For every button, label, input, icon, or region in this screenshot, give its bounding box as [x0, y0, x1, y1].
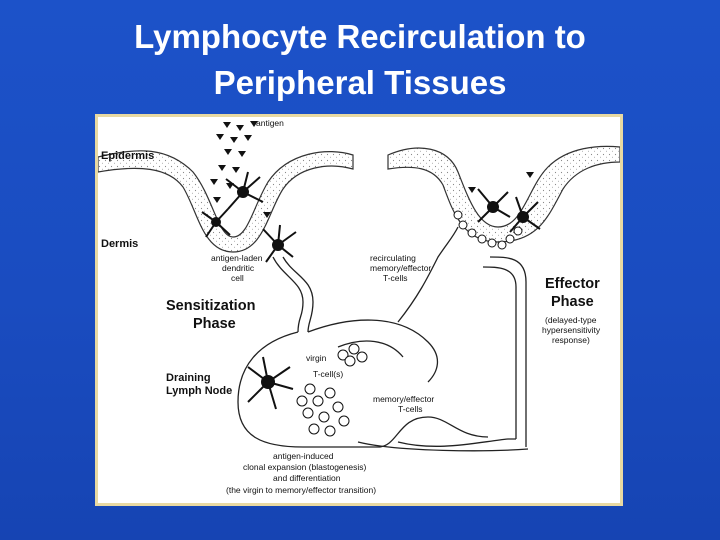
dendritic-cells	[201, 171, 541, 410]
draining-label-line-2: Lymph Node	[166, 385, 232, 397]
dendritic-cell-label: antigen-laden dendritic cell	[211, 253, 263, 283]
diagram-canvas: antigen Epidermis Dermis antigen-laden d…	[98, 118, 620, 495]
draining-lymph-node-label: Draining Lymph Node	[166, 372, 232, 397]
recirculation-diagram: antigen Epidermis Dermis antigen-laden d…	[95, 114, 623, 506]
expansion-label-line-2: clonal expansion (blastogenesis)	[243, 462, 366, 472]
effector-phase-label: Effector Phase (delayed-type hypersensit…	[542, 276, 601, 345]
expansion-label-line-4: (the virgin to memory/effector transitio…	[226, 485, 376, 495]
vessels	[237, 226, 529, 452]
epidermis-right	[387, 145, 620, 243]
memory-label-line-1: memory/effector	[373, 394, 434, 404]
effector-label-line-2: Phase	[551, 294, 594, 310]
slide-title-line-2: Peripheral Tissues	[213, 64, 507, 101]
effector-label-line-1: Effector	[545, 276, 600, 292]
slide-title-line-1: Lymphocyte Recirculation to	[134, 18, 586, 55]
dendritic-label-line-1: antigen-laden	[211, 253, 263, 263]
sensitization-phase-label: Sensitization Phase	[166, 298, 255, 332]
sensitization-label-line-2: Phase	[193, 316, 236, 332]
memory-effector-label: memory/effector T-cells	[373, 394, 434, 414]
t-cell-clusters	[296, 210, 523, 437]
dth-label-line-1: (delayed-type	[545, 315, 597, 325]
dermis-label: Dermis	[101, 238, 138, 250]
epidermis-left	[98, 150, 354, 253]
dendritic-label-line-3: cell	[231, 273, 244, 283]
dth-label-line-2: hypersensitivity	[542, 325, 601, 335]
dendritic-label-line-2: dendritic	[222, 263, 255, 273]
sensitization-label-line-1: Sensitization	[166, 298, 255, 314]
epidermis-label: Epidermis	[101, 150, 154, 162]
draining-label-line-1: Draining	[166, 372, 211, 384]
virgin-label-line-2: T-cell(s)	[313, 369, 343, 379]
expansion-label-line-3: and differentiation	[273, 473, 341, 483]
virgin-label-line-1: virgin	[306, 353, 327, 363]
recirc-label-line-3: T-cells	[383, 273, 408, 283]
antigen-triangles	[210, 121, 534, 218]
expansion-label-line-1: antigen-induced	[273, 451, 334, 461]
recirc-label-line-1: recirculating	[370, 253, 416, 263]
dth-label-line-3: response)	[552, 335, 590, 345]
virgin-t-cells-label: virgin T-cell(s)	[306, 353, 343, 379]
slide-title: Lymphocyte Recirculation to Peripheral T…	[0, 14, 720, 106]
recirc-label-line-2: memory/effector	[370, 263, 431, 273]
memory-label-line-2: T-cells	[398, 404, 423, 414]
recirculating-cells-label: recirculating memory/effector T-cells	[370, 253, 431, 283]
antigen-label: antigen	[256, 118, 284, 128]
clonal-expansion-label: antigen-induced clonal expansion (blasto…	[226, 451, 376, 495]
